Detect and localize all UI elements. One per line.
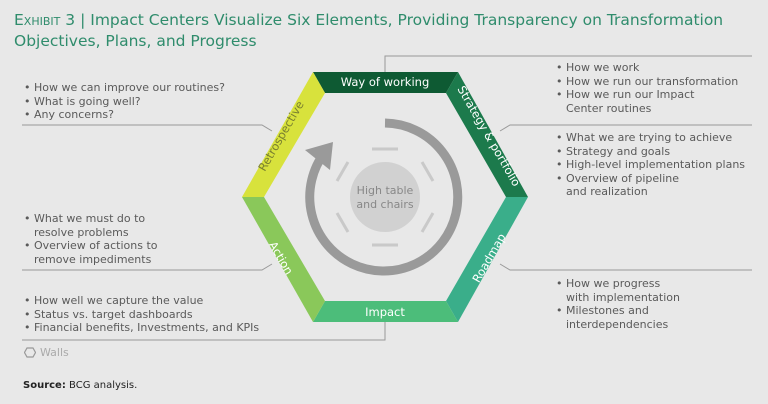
- segment-strategy-portfolio: [446, 72, 528, 197]
- center-line-2: and chairs: [356, 198, 414, 211]
- hexagon-icon: [24, 347, 36, 358]
- segment-impact: [313, 301, 458, 322]
- title-separator: |: [80, 11, 86, 29]
- segment-roadmap: [446, 197, 528, 322]
- source-label: Source:: [23, 380, 66, 391]
- source-note: Source: BCG analysis.: [23, 380, 137, 391]
- list-item: Any concerns?: [24, 108, 225, 122]
- list-line: Milestones and: [566, 304, 649, 317]
- connector-impact: [22, 322, 386, 341]
- list-line: Center routines: [566, 101, 652, 115]
- connector-retrospective: [22, 124, 273, 132]
- list-line: resolve problems: [34, 225, 129, 239]
- list-line: What we must do to: [34, 212, 146, 225]
- list-item: How we can improve our routines?: [24, 81, 225, 95]
- list-line: Overview of actions to: [34, 239, 158, 252]
- connector-strategy: [499, 124, 752, 132]
- list-line: remove impediments: [34, 252, 152, 266]
- label-impact: Impact: [365, 305, 405, 319]
- legend-walls-label: Walls: [40, 346, 69, 359]
- connector-lines: [22, 55, 752, 341]
- list-line: How we run our Impact: [566, 88, 695, 101]
- high-table: [350, 162, 420, 232]
- connector-action: [22, 263, 273, 271]
- center-line-1: High table: [357, 184, 414, 197]
- list-item: Status vs. target dashboards: [24, 308, 259, 322]
- list-line: with implementation: [566, 290, 680, 304]
- label-strategy: Strategy & portfolio: [455, 83, 524, 188]
- list-item: How well we capture the value: [24, 294, 259, 308]
- connector-way-of-working: [384, 55, 752, 72]
- cycle-arrow: [305, 118, 463, 276]
- way-of-working-list: How we work How we run our transformatio…: [556, 61, 738, 115]
- strategy-list: What we are trying to achieve Strategy a…: [556, 131, 745, 199]
- exhibit-number: Exhibit 3: [14, 11, 76, 29]
- legend-walls: Walls: [24, 346, 69, 359]
- list-line: interdependencies: [566, 317, 669, 331]
- chairs: [335, 147, 435, 247]
- segment-action: [242, 197, 325, 322]
- source-text: BCG analysis.: [69, 380, 138, 391]
- list-item: What we are trying to achieve: [556, 131, 745, 145]
- label-way-of-working: Way of working: [341, 75, 430, 89]
- retrospective-list: How we can improve our routines? What is…: [24, 81, 225, 122]
- list-item: How we work: [556, 61, 738, 75]
- arrowhead-icon: [305, 142, 333, 170]
- list-item: What is going well?: [24, 95, 225, 109]
- list-item: High-level implementation plans: [556, 158, 745, 172]
- connector-roadmap: [499, 263, 752, 271]
- segment-way-of-working: [313, 72, 458, 93]
- title-text: Impact Centers Visualize Six Elements, P…: [14, 11, 724, 50]
- segment-retrospective: [242, 72, 325, 197]
- list-item: How we run our transformation: [556, 75, 738, 89]
- list-item: Strategy and goals: [556, 145, 745, 159]
- impact-list: How well we capture the value Status vs.…: [24, 294, 259, 335]
- list-line: Overview of pipeline: [566, 171, 680, 185]
- list-line: and realization: [566, 185, 648, 198]
- exhibit-title: Exhibit 3 | Impact Centers Visualize Six…: [14, 10, 754, 52]
- list-line: How we progress: [566, 277, 661, 290]
- list-item: Financial benefits, Investments, and KPI…: [24, 321, 259, 335]
